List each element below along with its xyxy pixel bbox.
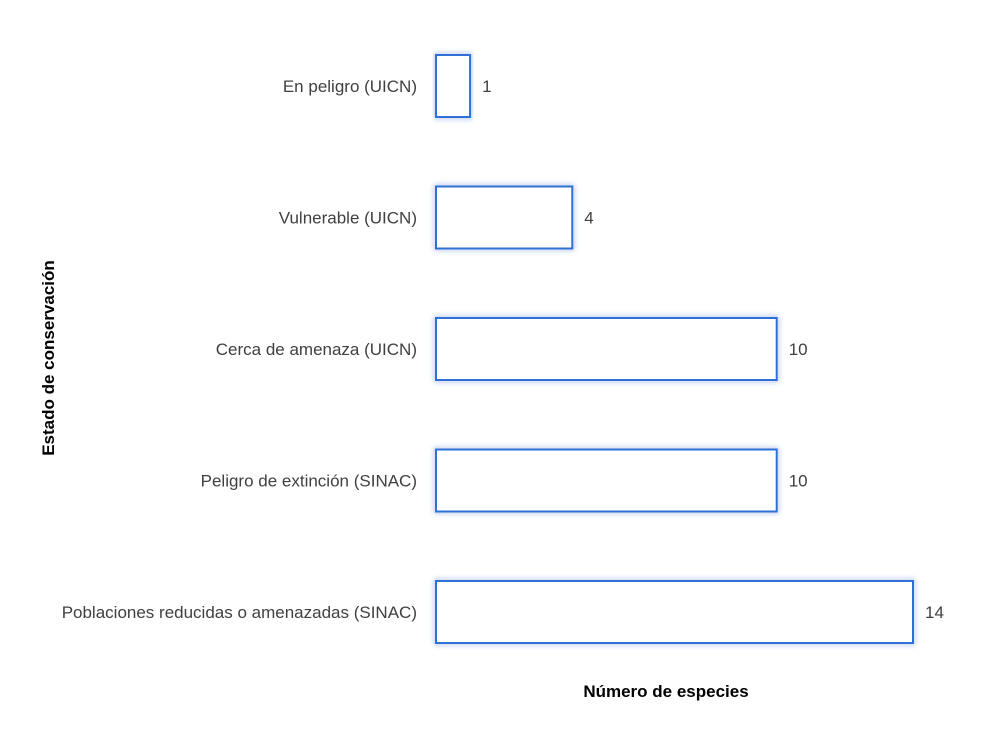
y-axis-title: Estado de conservación: [39, 260, 58, 456]
bar: [435, 185, 574, 250]
bars-layer: [435, 54, 914, 644]
x-axis-title: Número de especies: [583, 682, 748, 701]
data-label: 1: [482, 77, 491, 96]
bar: [435, 448, 778, 513]
category-label: Vulnerable (UICN): [279, 209, 417, 228]
category-label: Cerca de amenaza (UICN): [216, 340, 417, 359]
category-label: Peligro de extinción (SINAC): [201, 472, 417, 491]
category-label: En peligro (UICN): [283, 77, 417, 96]
data-label: 14: [925, 603, 944, 622]
bar: [435, 580, 914, 644]
category-labels: En peligro (UICN) Vulnerable (UICN) Cerca …: [62, 77, 417, 622]
data-label: 10: [789, 340, 808, 359]
category-label: Poblaciones reducidas o amenazadas (SINA…: [62, 603, 417, 622]
data-label: 10: [789, 472, 808, 491]
bar: [435, 54, 472, 118]
data-label: 4: [584, 209, 593, 228]
bar: [435, 317, 778, 381]
